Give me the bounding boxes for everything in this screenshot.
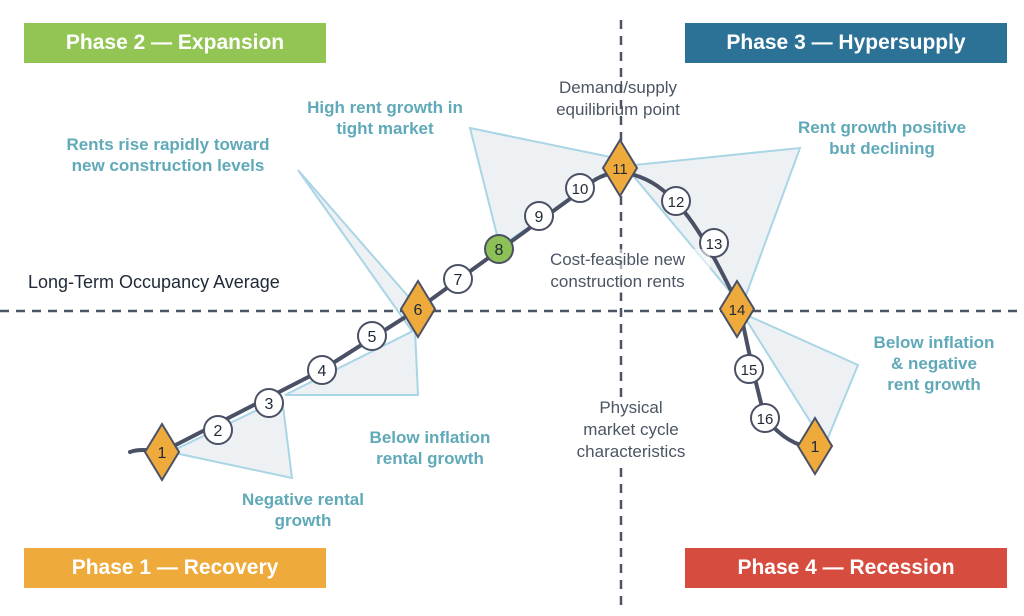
circle-shape (307, 355, 337, 385)
marker-2: 2 (203, 415, 233, 445)
wedge-below-inflation-rental (284, 328, 420, 396)
marker-11: 11 (601, 138, 639, 198)
marker-label: 1 (811, 439, 820, 456)
circle-shape (734, 354, 764, 384)
circle-shape (484, 234, 514, 264)
circle-shape (565, 173, 595, 203)
circle-shape (524, 201, 554, 231)
marker-15: 15 (734, 354, 764, 384)
marker-label: 8 (495, 242, 504, 259)
diamond-shape (601, 138, 639, 198)
long-term-occupancy-label: Long-Term Occupancy Average (28, 272, 280, 292)
marker-label: 16 (757, 411, 774, 428)
marker-10: 10 (565, 173, 595, 203)
phase-2-expansion-label: Phase 2 — Expansion (24, 23, 326, 63)
marker-4: 4 (307, 355, 337, 385)
marker-label: 7 (454, 272, 463, 289)
marker-9: 9 (524, 201, 554, 231)
marker-16: 16 (750, 403, 780, 433)
marker-label: 5 (368, 329, 377, 346)
marker-label: 13 (706, 236, 723, 253)
diamond-shape (143, 422, 181, 482)
circle-shape (254, 388, 284, 418)
marker-label: 15 (741, 362, 758, 379)
marker-8: 8 (484, 234, 514, 264)
marker-14: 14 (718, 279, 756, 339)
marker-6: 6 (399, 279, 437, 339)
marker-1: 1 (143, 422, 181, 482)
marker-label: 1 (158, 445, 167, 462)
circle-shape (203, 415, 233, 445)
diamond-shape (718, 279, 756, 339)
marker-label: 2 (214, 423, 223, 440)
marker-label: 11 (612, 161, 628, 178)
wedge-below-inflation-neg (739, 310, 860, 448)
marker-label: 9 (535, 209, 544, 226)
circle-shape (443, 264, 473, 294)
marker-12: 12 (661, 186, 691, 216)
marker-label: 6 (414, 302, 423, 319)
circle-shape (661, 186, 691, 216)
phase-3-hypersupply-label: Phase 3 — Hypersupply (685, 23, 1007, 63)
circle-shape (750, 403, 780, 433)
diamond-shape (796, 416, 834, 476)
marker-5: 5 (357, 321, 387, 351)
phase-1-recovery-label: Phase 1 — Recovery (24, 548, 326, 588)
wedge-rent-positive (623, 146, 802, 308)
marker-label: 3 (265, 396, 274, 413)
marker-7: 7 (443, 264, 473, 294)
phase-4-recession-label: Phase 4 — Recession (685, 548, 1007, 588)
marker-label: 12 (668, 194, 685, 211)
marker-label: 10 (572, 181, 589, 198)
marker-3: 3 (254, 388, 284, 418)
marker-1-next-cycle: 1 (796, 416, 834, 476)
circle-shape (357, 321, 387, 351)
wedge-high-rent (468, 126, 628, 249)
marker-label: 4 (318, 363, 327, 380)
marker-label: 14 (729, 302, 746, 319)
diamond-shape (399, 279, 437, 339)
